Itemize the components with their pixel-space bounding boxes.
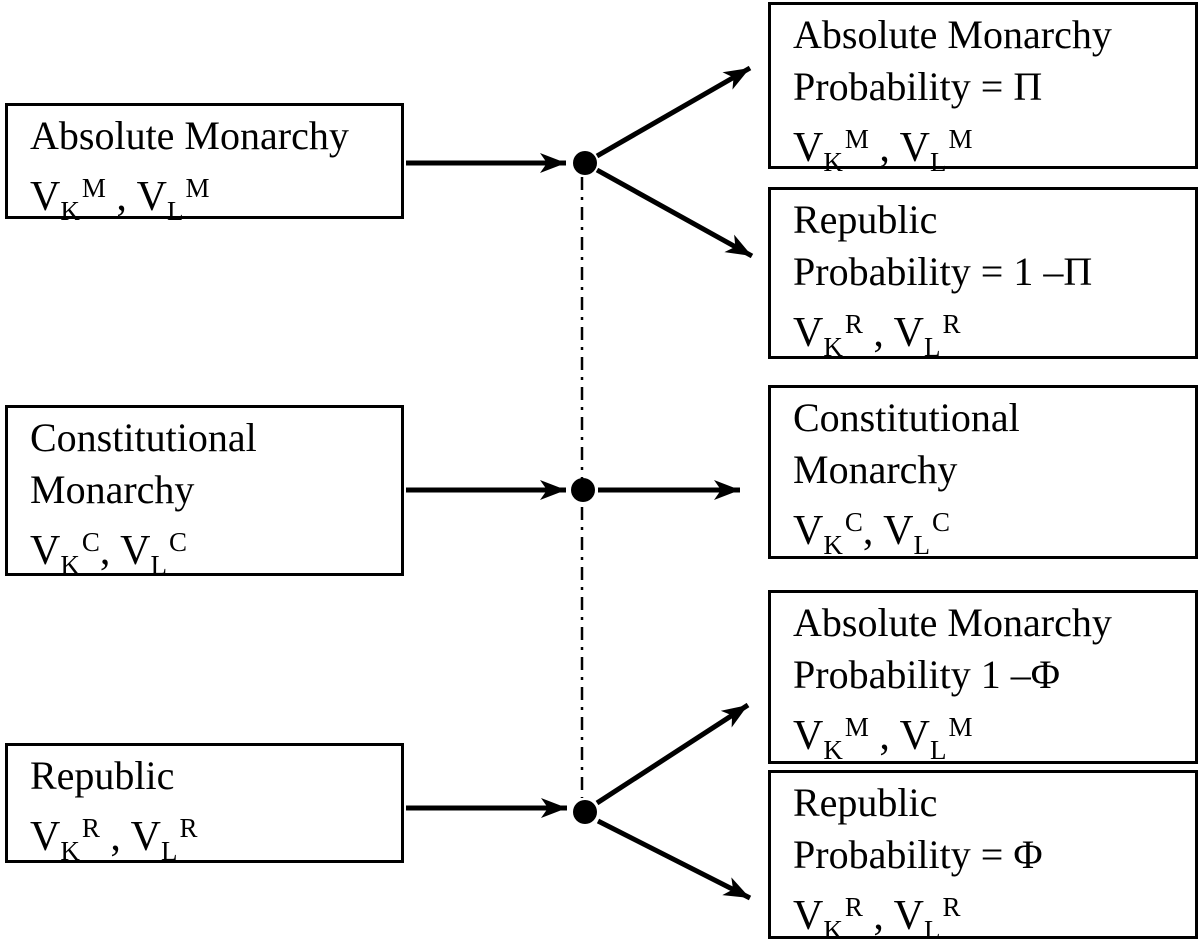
value-pair: VKR , VLR — [793, 298, 1195, 373]
value-symbol: V — [899, 125, 930, 171]
value-subscript: K — [60, 550, 80, 580]
value-symbol: V — [30, 174, 61, 220]
value-superscript: R — [844, 892, 863, 922]
value-superscript: R — [942, 309, 961, 339]
value-separator: , — [868, 713, 900, 759]
value-subscript: L — [150, 550, 167, 580]
value-subscript: K — [823, 147, 843, 177]
value-superscript: M — [81, 173, 106, 203]
box-title-line2: Monarchy — [793, 447, 958, 492]
value-symbol: V — [136, 174, 167, 220]
box-title-line2: Monarchy — [30, 467, 195, 512]
box-right-constitutional-monarchy: Constitutional Monarchy VKC, VLC — [768, 385, 1198, 560]
value-subscript: K — [823, 530, 843, 560]
value-pair: VKC, VLC — [30, 516, 401, 591]
value-superscript: R — [81, 813, 100, 843]
value-symbol: V — [899, 713, 930, 759]
value-symbol: V — [130, 814, 161, 860]
value-subscript: L — [913, 530, 930, 560]
value-pair: VKR , VLR — [793, 881, 1195, 941]
box-right-republic-1-minus-pi: Republic Probability = 1 –Π VKR , VLR — [768, 187, 1198, 362]
box-right-absolute-monarchy-1-minus-phi: Absolute Monarchy Probability 1 –Φ VKM ,… — [768, 590, 1198, 765]
decision-node-top — [573, 151, 597, 175]
value-separator: , — [868, 125, 900, 171]
value-symbol: V — [883, 508, 914, 554]
box-title: Republic — [30, 753, 175, 798]
value-superscript: C — [931, 507, 950, 537]
value-subscript: K — [60, 196, 80, 226]
box-title: Absolute Monarchy — [30, 113, 349, 158]
value-subscript: L — [929, 735, 947, 765]
value-symbol: V — [893, 893, 924, 939]
value-symbol: V — [793, 713, 824, 759]
box-right-absolute-monarchy-pi: Absolute Monarchy Probability = Π VKM , … — [768, 2, 1198, 177]
value-superscript: R — [942, 892, 961, 922]
value-subscript: L — [923, 915, 941, 941]
value-pair: VKR , VLR — [30, 802, 401, 877]
arrow-node-bottom-to-right-republic — [596, 818, 752, 901]
box-probability: Probability = Π — [793, 64, 1043, 109]
value-symbol: V — [793, 310, 824, 356]
value-subscript: K — [60, 836, 80, 866]
box-probability: Probability 1 –Φ — [793, 652, 1061, 697]
value-separator: , — [99, 814, 131, 860]
box-title: Republic — [793, 780, 938, 825]
value-separator: , — [105, 174, 137, 220]
box-right-republic-phi: Republic Probability = Φ VKR , VLR — [768, 770, 1198, 941]
arrow-node-bottom-to-right-absolute-monarchy — [595, 702, 750, 806]
value-pair: VKM , VLM — [793, 701, 1195, 776]
box-left-absolute-monarchy: Absolute Monarchy VKM , VLM — [5, 103, 404, 226]
value-pair: VKC, VLC — [793, 496, 1195, 571]
box-title: Constitutional — [793, 395, 1020, 440]
value-symbol: V — [793, 893, 824, 939]
arrow-node-top-to-right-absolute-monarchy — [595, 65, 752, 159]
value-separator: , — [862, 310, 894, 356]
box-title: Republic — [793, 197, 938, 242]
arrow-node-top-to-right-republic — [595, 167, 754, 259]
value-superscript: C — [168, 527, 187, 557]
value-separator: , — [862, 508, 884, 554]
value-symbol: V — [30, 528, 61, 574]
box-title: Absolute Monarchy — [793, 12, 1112, 57]
value-symbol: V — [793, 508, 824, 554]
value-symbol: V — [30, 814, 61, 860]
value-separator: , — [862, 893, 894, 939]
value-symbol: V — [793, 125, 824, 171]
decision-node-middle — [571, 478, 595, 502]
box-title: Constitutional — [30, 415, 257, 460]
value-superscript: M — [844, 712, 869, 742]
value-superscript: M — [844, 124, 869, 154]
box-title: Absolute Monarchy — [793, 600, 1112, 645]
decision-node-bottom — [573, 800, 597, 824]
value-subscript: L — [166, 196, 184, 226]
value-symbol: V — [120, 528, 151, 574]
value-superscript: M — [948, 712, 973, 742]
box-probability: Probability = 1 –Π — [793, 249, 1093, 294]
value-subscript: K — [823, 332, 843, 362]
value-superscript: R — [179, 813, 198, 843]
box-left-constitutional-monarchy: Constitutional Monarchy VKC, VLC — [5, 405, 404, 580]
value-superscript: M — [185, 173, 210, 203]
value-subscript: L — [923, 332, 941, 362]
value-symbol: V — [893, 310, 924, 356]
value-subscript: K — [823, 735, 843, 765]
value-separator: , — [99, 528, 121, 574]
value-superscript: C — [844, 507, 863, 537]
value-subscript: L — [929, 147, 947, 177]
value-pair: VKM , VLM — [30, 162, 401, 237]
box-probability: Probability = Φ — [793, 832, 1043, 877]
value-superscript: M — [948, 124, 973, 154]
value-superscript: R — [844, 309, 863, 339]
value-subscript: K — [823, 915, 843, 941]
value-subscript: L — [160, 836, 178, 866]
box-left-republic: Republic VKR , VLR — [5, 743, 404, 866]
value-superscript: C — [81, 527, 100, 557]
value-pair: VKM , VLM — [793, 113, 1195, 188]
